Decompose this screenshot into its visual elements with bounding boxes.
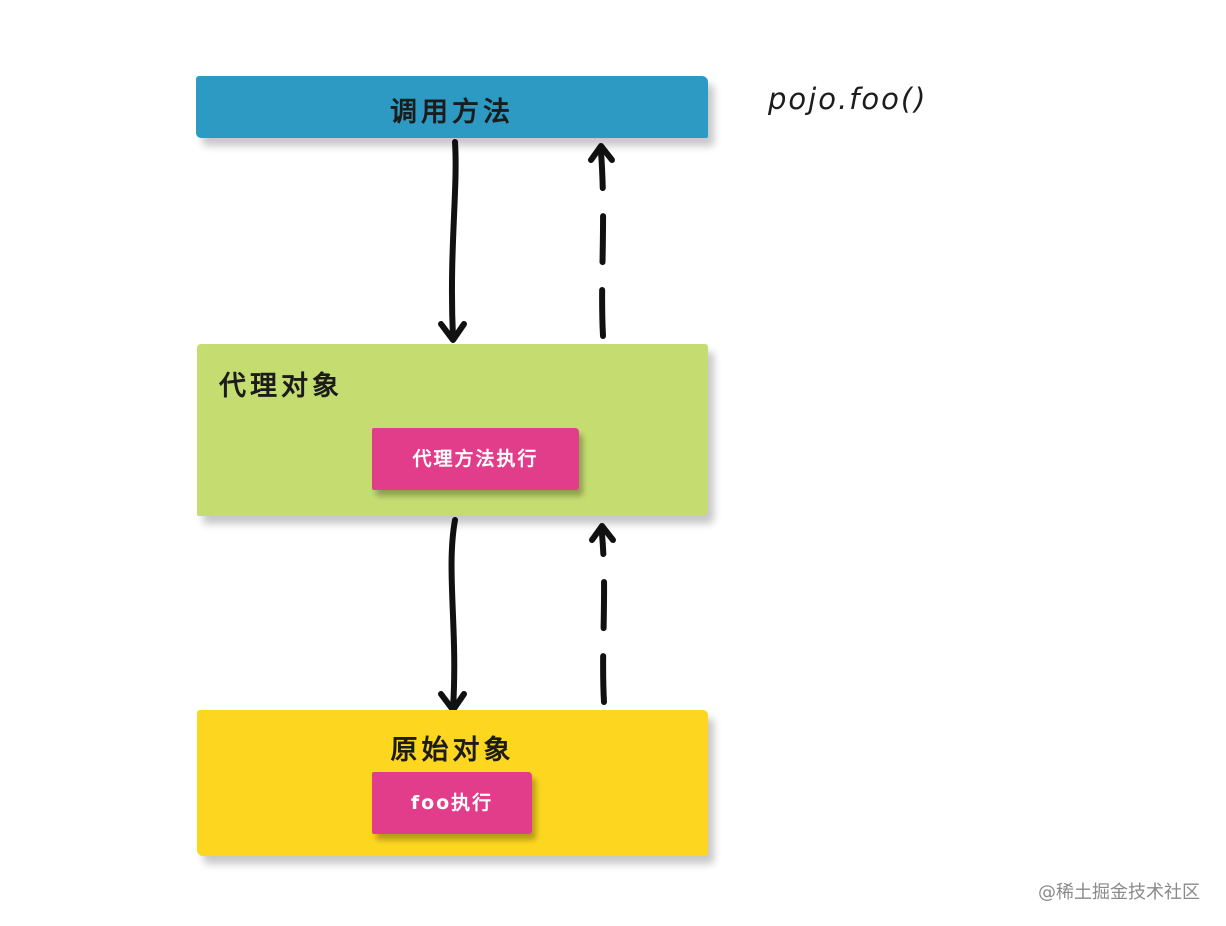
- pojo-foo-label: pojo.foo(): [768, 82, 928, 116]
- call-method-label: 调用方法: [390, 97, 514, 128]
- proxy-object-label: 代理对象: [219, 371, 343, 402]
- return-arrow-up-top: [598, 149, 607, 339]
- return-arrow-up-top-head: [588, 143, 615, 163]
- watermark: @稀土掘金技术社区: [1038, 882, 1200, 903]
- original-object-label: 原始对象: [390, 735, 515, 766]
- proxy-object-box: 代理对象 代理方法执行: [197, 344, 708, 516]
- proxy-method-exec-tag: 代理方法执行: [372, 428, 579, 490]
- foo-exec-tag: foo执行: [372, 772, 532, 834]
- proxy-arrow-down: [448, 517, 458, 711]
- return-arrow-up-bottom: [599, 531, 608, 705]
- original-object-box: 原始对象 foo执行: [197, 710, 708, 856]
- call-method-box: 调用方法: [196, 76, 708, 138]
- call-arrow-down-head: [438, 321, 467, 343]
- return-arrow-up-bottom-head: [589, 523, 616, 543]
- call-arrow-down: [448, 139, 459, 341]
